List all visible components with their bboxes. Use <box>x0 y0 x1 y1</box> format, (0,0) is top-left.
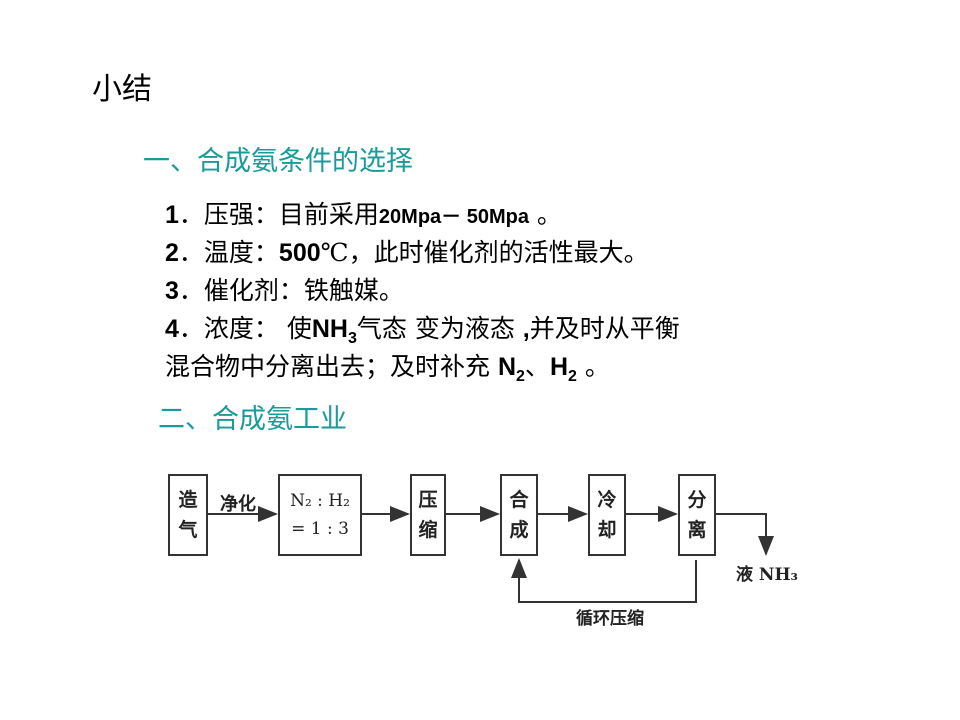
slide-title: 小结 <box>92 72 152 107</box>
section-heading-industry: 二、合成氨工业 <box>158 404 347 435</box>
conditions-list: 1．压强：目前采用20Mpa－ 50Mpa 。 2．温度：500℃，此时催化剂的… <box>165 196 680 386</box>
flow-connectors <box>208 506 774 603</box>
condition-concentration-cont: 混合物中分离出去；及时补充 N2、H2 。 <box>165 352 610 385</box>
condition-catalyst: 3．催化剂：铁触媒。 <box>165 276 404 305</box>
section-heading-conditions: 一、合成氨条件的选择 <box>143 146 413 177</box>
box-synthesis: 合 成 <box>500 474 538 556</box>
condition-pressure: 1．压强：目前采用20Mpa－ 50Mpa 。 <box>165 200 562 229</box>
process-flow-diagram: 造 气 净化 N₂ : H₂ = 1 : 3 压 缩 合 成 冷 却 分 离 液… <box>160 462 820 632</box>
label-recycle-compress: 循环压缩 <box>576 609 644 629</box>
box-compress: 压 缩 <box>410 474 446 556</box>
label-purify: 净化 <box>220 494 256 515</box>
arrow-recycle <box>511 558 697 603</box>
arrow-liquid-out <box>715 513 774 556</box>
box-gas-production: 造 气 <box>168 474 208 556</box>
label-liquid-ammonia: 液 NH₃ <box>736 565 798 585</box>
box-ratio: N₂ : H₂ = 1 : 3 <box>278 474 362 556</box>
condition-concentration: 4．浓度： 使NH3气态 变为液态 ,并及时从平衡 <box>165 314 680 347</box>
condition-temperature: 2．温度：500℃，此时催化剂的活性最大。 <box>165 238 649 267</box>
box-cooling: 冷 却 <box>588 474 626 556</box>
box-separation: 分 离 <box>678 474 716 556</box>
